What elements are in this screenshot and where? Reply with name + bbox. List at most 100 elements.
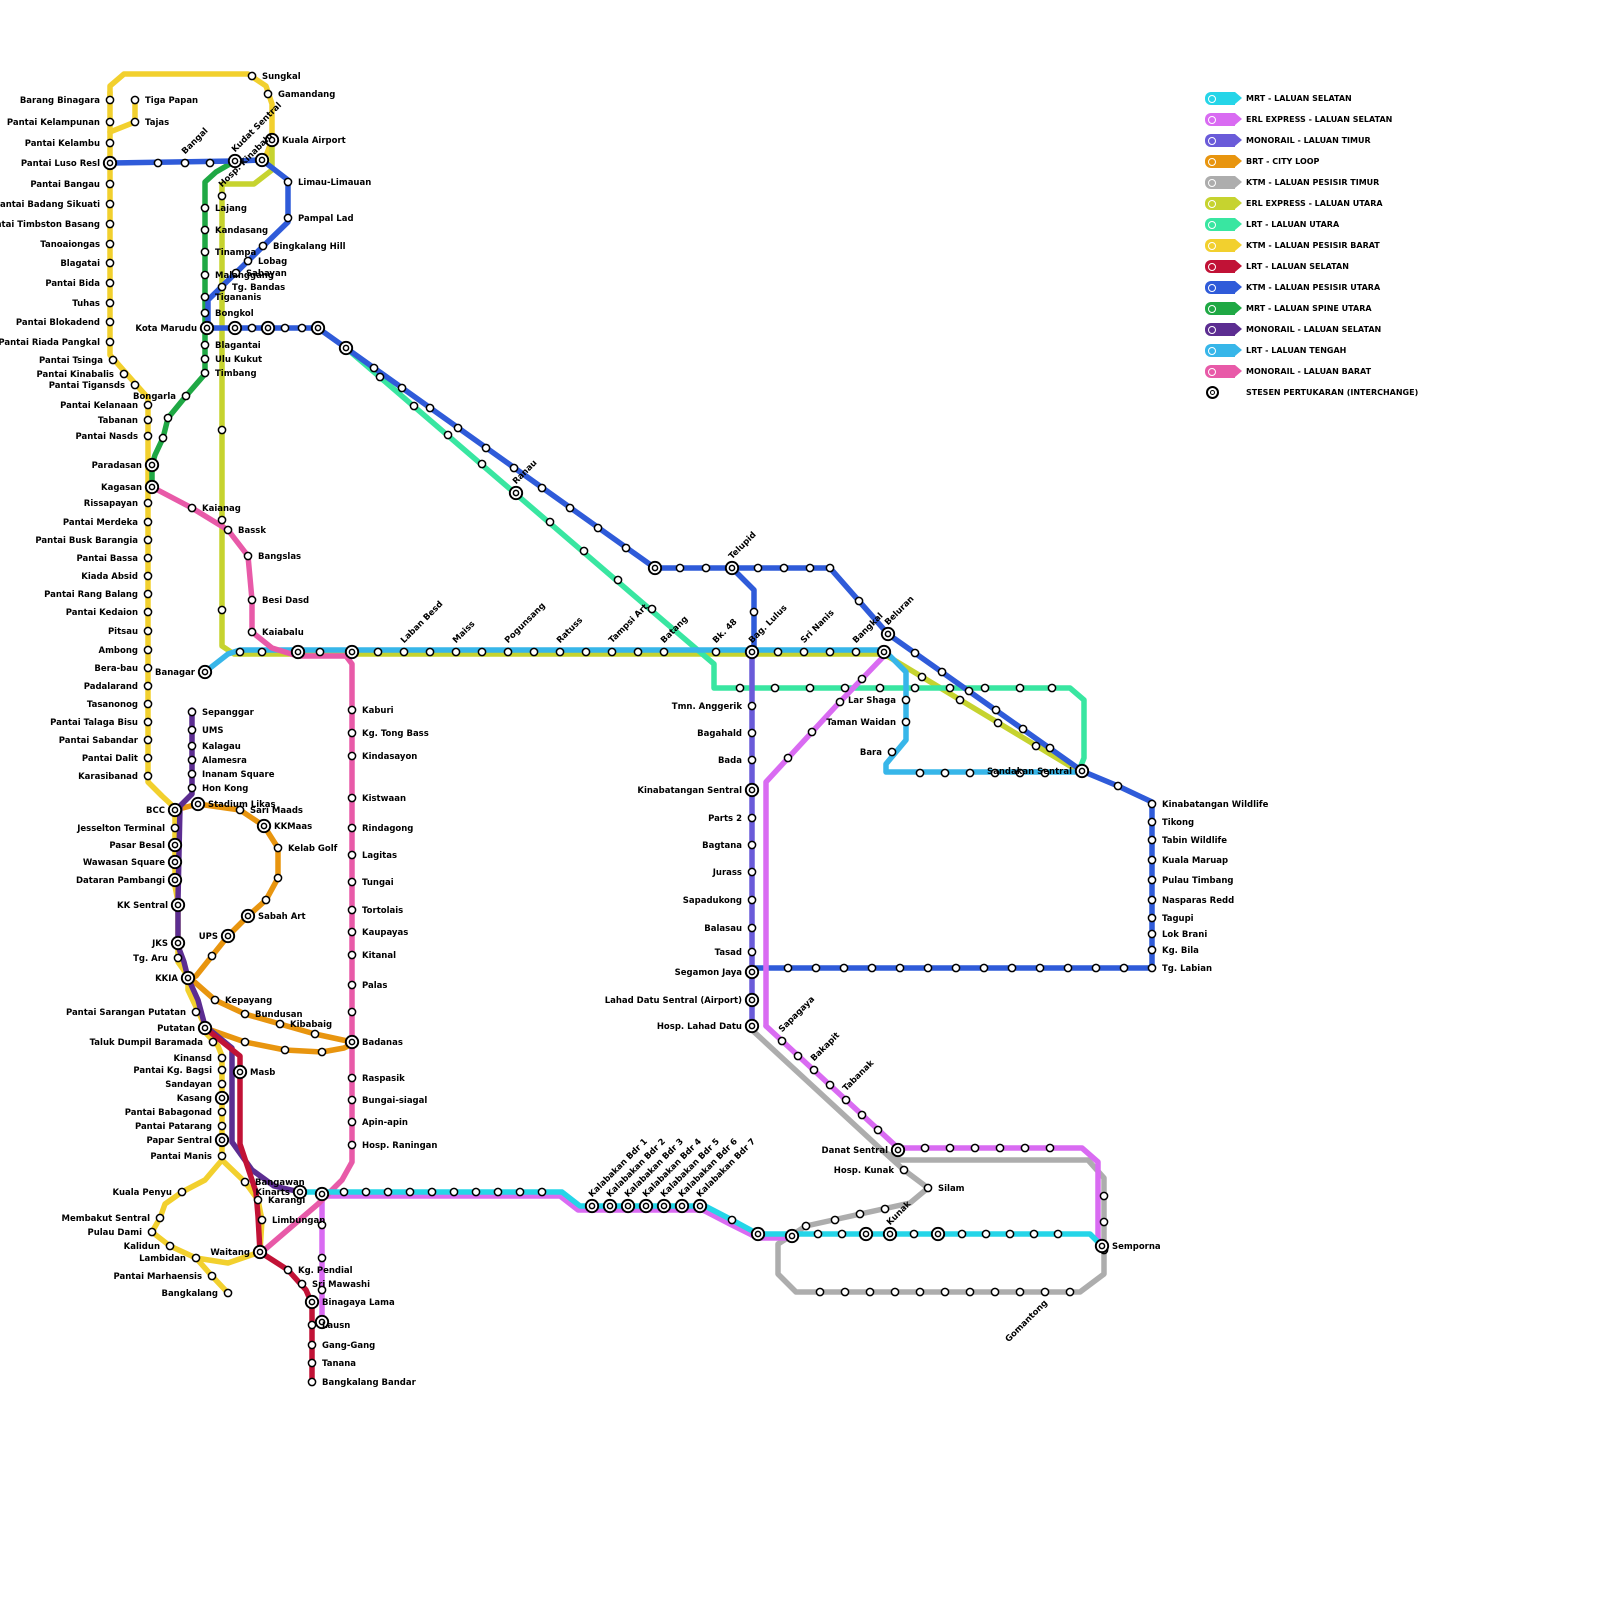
station-dot [854, 596, 864, 606]
station-dot [783, 963, 793, 973]
station-dot [187, 769, 197, 779]
station-dot [875, 683, 885, 693]
interchange-station [167, 872, 183, 888]
station-dot [990, 768, 1000, 778]
station-dot [747, 728, 757, 738]
legend-item-label: KTM - LALUAN PESISIR BARAT [1246, 241, 1380, 250]
station-label: Kinabatangan Wildlife [1162, 800, 1269, 810]
interchange-station [647, 560, 663, 576]
interchange-station [584, 1198, 600, 1214]
station-dot [899, 1165, 909, 1175]
station-dot [257, 647, 267, 657]
station-dot [187, 707, 197, 717]
interchange-station [170, 935, 186, 951]
station-dot [1040, 768, 1050, 778]
station-dot [647, 604, 657, 614]
station-dot [347, 927, 357, 937]
interchange-station [310, 320, 326, 336]
interchange-station [180, 970, 196, 986]
interchange-station [260, 320, 276, 336]
station-dot [200, 203, 210, 213]
station-dot [187, 755, 197, 765]
station-dot [130, 380, 140, 390]
station-dot [143, 645, 153, 655]
station-dot [317, 1253, 327, 1263]
line-ktm-timur [749, 1027, 1107, 1295]
station-label: Sapagaya [777, 994, 817, 1034]
station-label: Inanam Square [202, 770, 275, 780]
station-dot [1147, 855, 1157, 865]
station-dot [217, 1053, 227, 1063]
station-label: Sapadukong [683, 896, 742, 906]
station-label: Alamesra [202, 756, 247, 766]
station-dot [747, 813, 757, 823]
station-label: Tanana [322, 1359, 356, 1369]
interchange-station [144, 457, 160, 473]
station-label: Tuhas [72, 299, 100, 309]
station-label: Tasad [715, 948, 742, 958]
legend-item-label: MONORAIL - LALUAN BARAT [1246, 367, 1372, 376]
interchange-station [744, 964, 760, 980]
station-label: Membakut Sentral [62, 1214, 151, 1224]
station-dot [805, 683, 815, 693]
line-lrt-utara [343, 345, 1087, 771]
station-dot [910, 648, 920, 658]
station-dot [980, 683, 990, 693]
legend-item-label: MRT - LALUAN SPINE UTARA [1246, 304, 1372, 313]
station-dot [991, 705, 1001, 715]
station-label: BCC [146, 806, 165, 816]
station-label: Lok Brani [1162, 930, 1207, 940]
station-label: Pantai Merdeka [63, 518, 138, 528]
station-label: Wawasan Square [83, 858, 165, 868]
station-dot [283, 1265, 293, 1275]
station-dot [735, 683, 745, 693]
station-label: Sri Mawashi [312, 1280, 370, 1290]
station-dot [1045, 743, 1055, 753]
station-label: Kalidun [124, 1242, 160, 1252]
station-dot [965, 1287, 975, 1297]
station-label: Sri Nanis [799, 608, 837, 646]
station-label: Kaburi [362, 706, 394, 716]
station-label: Pantai Manis [150, 1152, 212, 1162]
station-dot [581, 647, 591, 657]
station-dot [779, 563, 789, 573]
station-label: Tg. Aru [133, 954, 168, 964]
station-dot [607, 647, 617, 657]
station-dot [210, 995, 220, 1005]
station-dot [173, 953, 183, 963]
station-dot [981, 1229, 991, 1239]
station-dot [143, 571, 153, 581]
station-label: Lobag [258, 257, 287, 267]
station-dot [633, 647, 643, 657]
station-dot [247, 323, 257, 333]
station-label: Tmn. Anggerik [672, 702, 743, 712]
station-dot [130, 117, 140, 127]
station-dot [143, 589, 153, 599]
station-dot [920, 1143, 930, 1153]
station-label: Kagasan [101, 483, 142, 493]
station-label: Lar Shaga [848, 696, 896, 706]
station-dot [143, 753, 153, 763]
station-dot [143, 535, 153, 545]
interchange-station [254, 152, 270, 168]
station-dot [910, 683, 920, 693]
interchange-station [508, 485, 524, 501]
station-dot [807, 727, 817, 737]
legend-swatch-ring [1208, 178, 1216, 187]
station-dot [143, 400, 153, 410]
station-label: Laban Besd [399, 599, 445, 645]
station-label: Pantai Dalit [82, 754, 138, 764]
station-dot [493, 1187, 503, 1197]
station-label: Bingkalang Hill [273, 242, 346, 252]
interchange-station [344, 1034, 360, 1050]
legend-item-mono-timur: MONORAIL - LALUAN TIMUR [1205, 130, 1395, 151]
station-dot [1045, 1143, 1055, 1153]
station-dot [867, 963, 877, 973]
station-dot [208, 1037, 218, 1047]
station-label: Pantai Kelampunan [7, 118, 100, 128]
station-label: Pantai Riada Pangkal [0, 338, 100, 348]
station-dot [165, 1241, 175, 1251]
station-label: Tg. Labian [1162, 964, 1212, 974]
station-label: Pantai Talaga Bisu [50, 718, 138, 728]
station-label: Bara [860, 748, 882, 758]
